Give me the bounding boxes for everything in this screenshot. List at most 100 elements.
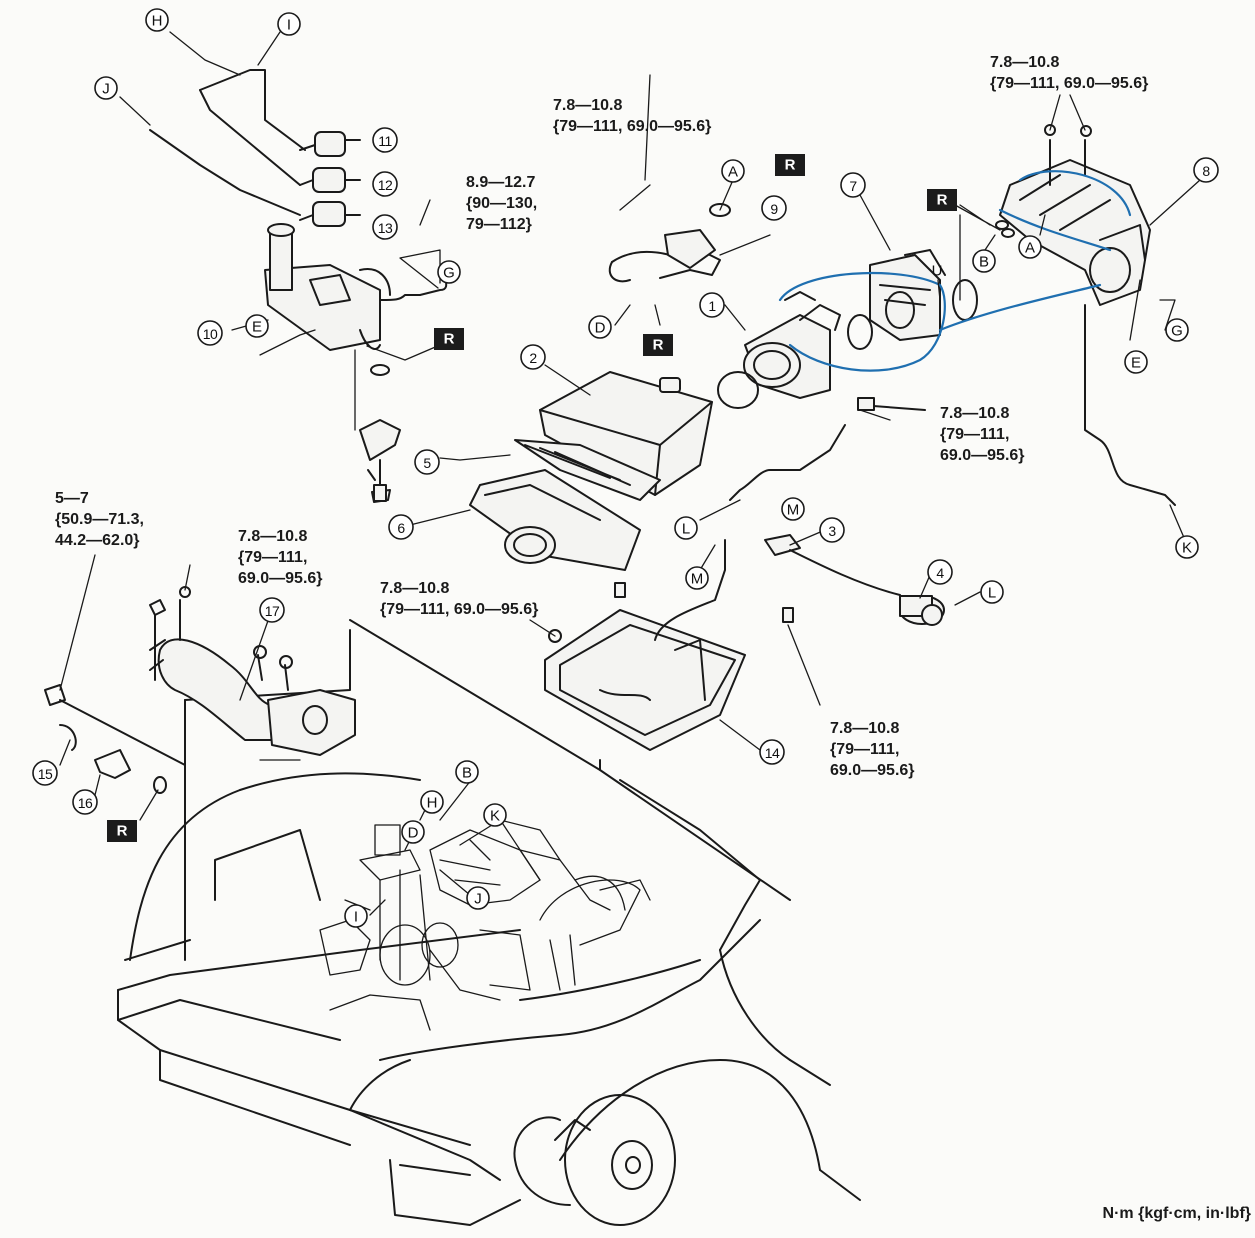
- svg-text:K: K: [490, 808, 500, 825]
- part-14-battery-tray: [544, 539, 794, 751]
- svg-text:B: B: [462, 765, 472, 782]
- letter-E-mid: D: [588, 315, 612, 339]
- air-cleaner-assembly: [469, 371, 713, 571]
- svg-text:13: 13: [378, 220, 393, 236]
- svg-text:16: 16: [78, 795, 93, 811]
- letter-K-right: K: [1175, 535, 1199, 559]
- letter-A-right: A: [1018, 235, 1042, 259]
- part-number-callouts: 11 12 13 10 2 5 6 1 9 7 8 3 4 14 17 15 1…: [32, 127, 1219, 815]
- callout-14: 14: [759, 739, 785, 765]
- callout-12: 12: [372, 171, 398, 197]
- callout-8: 8: [1193, 157, 1219, 183]
- part-8-intake-plenum: [995, 124, 1151, 306]
- svg-text:17: 17: [265, 603, 280, 619]
- callout-1: 1: [699, 292, 725, 318]
- svg-text:1: 1: [708, 298, 716, 314]
- svg-text:10: 10: [203, 326, 218, 342]
- svg-text:8: 8: [1202, 163, 1210, 179]
- svg-text:I: I: [287, 17, 291, 34]
- callout-15: 15: [32, 760, 58, 786]
- svg-text:G: G: [1171, 323, 1183, 340]
- torque-spec-duct: 7.8—10.8 {79—111, 69.0—95.6}: [238, 528, 323, 587]
- svg-text:L: L: [988, 585, 996, 602]
- svg-text:M: M: [691, 571, 704, 588]
- part-17-air-duct: [149, 586, 356, 756]
- callout-6: 6: [388, 514, 414, 540]
- svg-text:2: 2: [529, 350, 537, 366]
- svg-text:15: 15: [38, 766, 53, 782]
- part-7-throttle-body: [847, 249, 978, 350]
- svg-text:A: A: [728, 164, 738, 181]
- letter-E-bay: D: [401, 820, 425, 844]
- torque-spec-throttle-bolt: 7.8—10.8 {79—111, 69.0—95.6}: [940, 405, 1025, 464]
- torque-spec-sensor-pipe: 7.8—10.8 {79—111, 69.0—95.6}: [553, 97, 712, 135]
- svg-text:A: A: [1025, 240, 1035, 257]
- svg-text:I: I: [354, 909, 358, 926]
- svg-text:B: B: [979, 254, 989, 271]
- callout-16: 16: [72, 789, 98, 815]
- part-3-connector: [764, 534, 901, 596]
- bracket-bolt-assembly: [359, 419, 401, 503]
- svg-text:L: L: [682, 521, 690, 538]
- callout-17: 17: [259, 597, 285, 623]
- svg-text:6: 6: [397, 520, 405, 536]
- letter-B-right: B: [972, 249, 996, 273]
- letter-I-bay: I: [344, 904, 368, 928]
- svg-text:H: H: [152, 13, 163, 30]
- torque-spec-chamber-nut: 8.9—12.7 {90—130, 79—112}: [466, 174, 538, 233]
- replace-marker-mid: R: [643, 334, 673, 356]
- front-wheel-hub: [513, 1094, 676, 1226]
- svg-text:H: H: [427, 795, 438, 812]
- connection-letter-callouts: H I J E G D A B A G E L M M L K B H D K …: [94, 8, 1199, 928]
- svg-text:R: R: [653, 337, 664, 354]
- vehicle-body-outline: [117, 619, 861, 1226]
- letter-G-left: G: [437, 260, 461, 284]
- svg-text:11: 11: [378, 133, 392, 149]
- letter-B-bay: B: [455, 760, 479, 784]
- svg-text:R: R: [937, 192, 948, 209]
- torque-units-note: N·m {kgf·cm, in·lbf}: [1102, 1205, 1251, 1222]
- replace-marker-left: R: [434, 328, 464, 350]
- letter-D-right: E: [1124, 350, 1148, 374]
- callout-3: 3: [819, 517, 845, 543]
- letter-I-top: I: [277, 12, 301, 36]
- letter-J-top: J: [94, 76, 118, 100]
- svg-text:12: 12: [378, 177, 393, 193]
- svg-text:9: 9: [770, 201, 778, 217]
- letter-U: U: [932, 263, 943, 280]
- callout-2: 2: [520, 344, 546, 370]
- letter-H-top: H: [145, 8, 169, 32]
- svg-text:E: E: [252, 319, 262, 336]
- callout-13: 13: [372, 214, 398, 240]
- replace-markers: R R R R R: [107, 154, 957, 842]
- svg-text:E: E: [1131, 355, 1141, 372]
- torque-spec-tray: 7.8—10.8 {79—111, 69.0—95.6}: [380, 580, 539, 618]
- callout-9: 9: [761, 195, 787, 221]
- letter-L-right: L: [980, 580, 1004, 604]
- svg-text:U: U: [932, 263, 943, 280]
- part-9-sensor-pipe: [608, 203, 731, 283]
- part-10-resonance-chamber: [264, 223, 448, 376]
- letter-L-mid: L: [674, 516, 698, 540]
- svg-text:7: 7: [849, 178, 857, 194]
- svg-text:M: M: [787, 502, 800, 519]
- solenoid-valve-group: [149, 69, 361, 227]
- vacuum-hoses: [729, 304, 1176, 506]
- letter-K-bay: K: [483, 803, 507, 827]
- svg-text:G: G: [443, 265, 455, 282]
- svg-text:R: R: [117, 823, 128, 840]
- replace-marker-bottom-left: R: [107, 820, 137, 842]
- letter-J-bay: J: [466, 886, 490, 910]
- callout-4: 4: [927, 559, 953, 585]
- torque-spec-clip: 5—7 {50.9—71.3, 44.2—62.0}: [55, 490, 144, 549]
- letter-D-left: E: [245, 314, 269, 338]
- letter-M-right: M: [781, 497, 805, 521]
- callout-10: 10: [197, 320, 223, 346]
- svg-text:K: K: [1182, 540, 1192, 557]
- callout-7: 7: [840, 172, 866, 198]
- torque-spec-plenum: 7.8—10.8 {79—111, 69.0—95.6}: [990, 54, 1149, 92]
- svg-text:D: D: [408, 825, 419, 842]
- callout-5: 5: [414, 449, 440, 475]
